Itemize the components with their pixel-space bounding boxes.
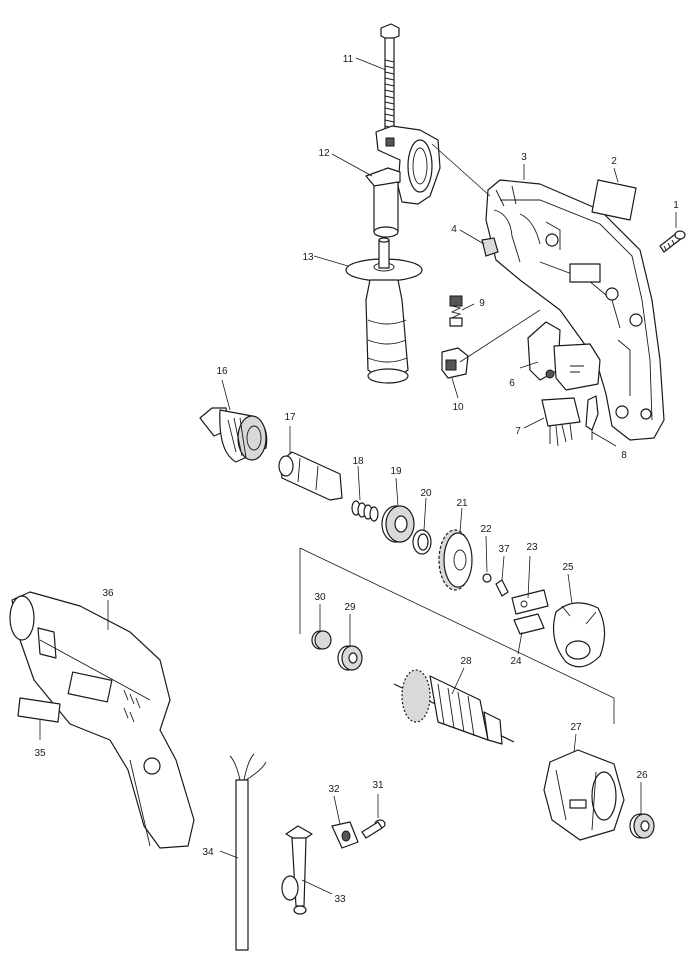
part-28-armature [393,669,515,745]
part-12-handle-clamp [365,125,441,238]
part-11-bolt [380,23,400,139]
part-37-pin [495,579,509,597]
callout-24: 24 [510,656,522,667]
callout-18: 18 [352,456,364,467]
callout-7: 7 [515,426,521,437]
part-13-handle-grip [345,237,423,384]
callout-33: 33 [334,894,346,905]
part-3-housing [485,179,665,441]
callout-29: 29 [344,602,356,613]
callout-9: 9 [479,298,485,309]
part-16-chuck [199,407,268,463]
callout-12: 12 [318,148,330,159]
part-1-screw [659,230,686,253]
part-29-bearing [337,645,363,671]
callout-3: 3 [521,152,527,163]
part-17-spindle [278,451,343,501]
callout-31: 31 [372,780,384,791]
part-10-brush-holder [441,347,469,379]
callout-2: 2 [611,156,617,167]
callout-25: 25 [562,562,574,573]
callout-26: 26 [636,770,648,781]
part-6-switch [527,321,601,391]
part-26-bearing [629,813,655,839]
part-8-connector [585,395,599,440]
part-36-housing [9,591,195,849]
callout-8: 8 [621,450,627,461]
callout-4: 4 [451,224,457,235]
part-25-baffle [553,602,606,668]
callout-22: 22 [480,524,492,535]
callout-27: 27 [570,722,582,733]
callout-labels: 1 2 3 4 6 7 8 9 10 11 12 13 16 17 18 19 … [34,54,679,905]
part-9-brush [449,295,463,327]
part-18-spring [351,500,379,522]
part-30-small-bearing [311,630,332,650]
callout-19: 19 [390,466,402,477]
callout-20: 20 [420,488,432,499]
part-33-strain-relief [281,825,313,915]
part-22-ball [482,573,492,583]
part-20-ring [412,529,432,555]
part-24-clip [513,613,545,635]
part-2-label [591,179,637,221]
callout-16: 16 [216,366,228,377]
callout-35: 35 [34,748,46,759]
callout-17: 17 [284,412,296,423]
part-31-screw [361,819,386,839]
part-23-plate [511,589,549,615]
callout-30: 30 [314,592,326,603]
callout-37: 37 [498,544,510,555]
callout-36: 36 [102,588,114,599]
callout-21: 21 [456,498,468,509]
part-21-gear [438,529,473,591]
callout-23: 23 [526,542,538,553]
leader-lines [39,57,677,895]
assembly-frame [299,547,615,724]
callout-1: 1 [673,200,679,211]
callout-28: 28 [460,656,472,667]
callout-32: 32 [328,784,340,795]
callout-34: 34 [202,847,214,858]
callout-11: 11 [343,54,354,65]
callout-10: 10 [452,402,464,413]
part-4-block [481,237,499,257]
part-19-bearing [381,505,415,543]
callout-13: 13 [302,252,314,263]
callout-6: 6 [509,378,515,389]
part-34-cord [229,753,267,951]
part-7-capacitor [541,397,581,447]
part-27-field [543,749,625,841]
part-35-nameplate [17,697,61,723]
part-32-cord-guard [331,821,359,849]
